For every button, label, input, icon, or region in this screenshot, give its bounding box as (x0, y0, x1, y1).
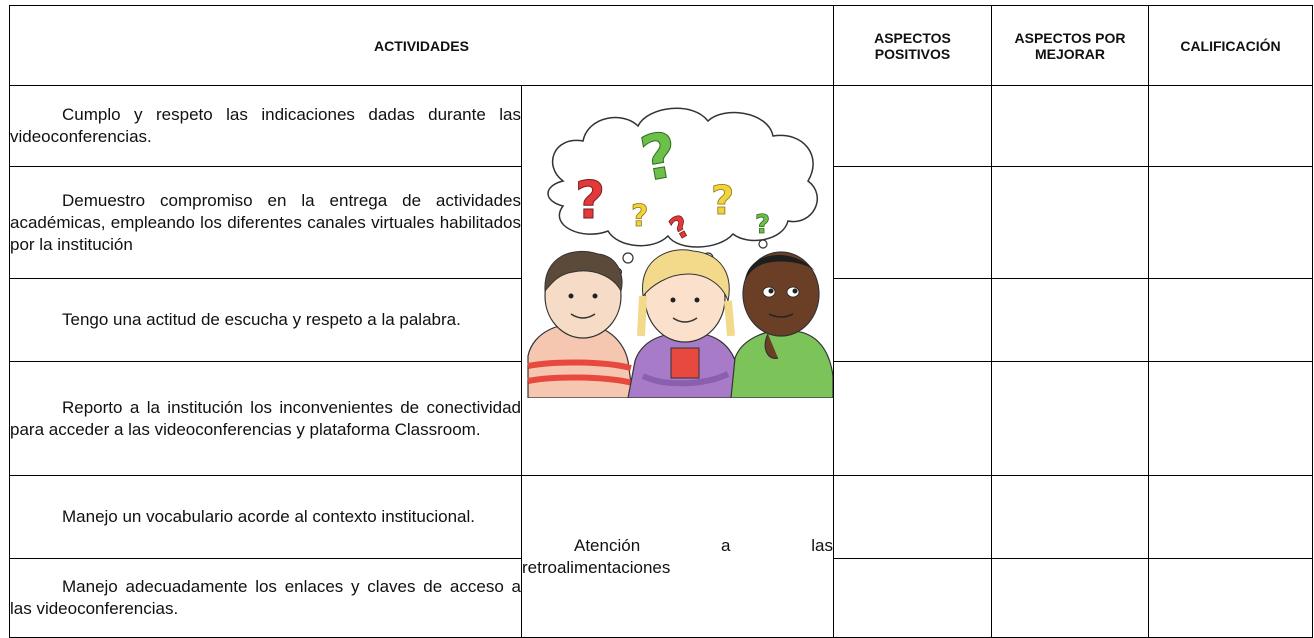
aspectos-positivos-cell[interactable] (833, 475, 992, 559)
caption-word1: Atención (574, 535, 641, 555)
activity-text: Tengo una actitud de escucha y respeto a… (62, 310, 461, 329)
calificacion-cell[interactable] (1148, 475, 1313, 559)
activity-text: Cumplo y respeto las indicaciones dadas … (10, 105, 521, 146)
activity-text: Manejo adecuadamente los enlaces y clave… (10, 577, 521, 618)
aspectos-positivos-cell[interactable] (833, 85, 992, 167)
activity-text: Reporto a la institución los inconvenien… (10, 397, 521, 439)
question-mark-green-small-icon: ? (755, 210, 770, 240)
header-aspectos-positivos-line2: POSITIVOS (874, 45, 951, 62)
activity-cell: Manejo un vocabulario acorde al contexto… (9, 475, 522, 559)
aspectos-por-mejorar-cell[interactable] (991, 85, 1149, 167)
header-aspectos-positivos-line1: ASPECTOS (874, 29, 951, 46)
activity-cell: Cumplo y respeto las indicaciones dadas … (9, 85, 522, 167)
aspectos-por-mejorar-cell[interactable] (991, 361, 1149, 476)
header-aspectos-mejorar-line1: ASPECTOS POR (1014, 29, 1126, 46)
activity-cell: Demuestro compromiso en la entrega de ac… (9, 166, 522, 279)
calificacion-cell[interactable] (1148, 278, 1313, 362)
thinking-children-illustration: ? ? ? ? ? ? (526, 107, 833, 398)
caption-line2: retroalimentaciones (522, 557, 671, 577)
table-row: Manejo adecuadamente los enlaces y clave… (9, 558, 1313, 638)
evaluation-table: ACTIVIDADES ASPECTOS POSITIVOS ASPECTOS … (9, 5, 1313, 638)
header-row: ACTIVIDADES ASPECTOS POSITIVOS ASPECTOS … (9, 5, 1313, 86)
question-mark-yellow-small-icon: ? (631, 199, 648, 234)
aspectos-por-mejorar-cell[interactable] (991, 166, 1149, 279)
calificacion-cell[interactable] (1148, 85, 1313, 167)
aspectos-positivos-cell[interactable] (833, 558, 992, 638)
caption-word3: las (811, 535, 833, 555)
header-aspectos-por-mejorar: ASPECTOS POR MEJORAR (991, 5, 1149, 86)
calificacion-cell[interactable] (1148, 361, 1313, 476)
activity-text: Demuestro compromiso en la entrega de ac… (10, 190, 521, 254)
caption-line1: Atención a las (522, 535, 833, 557)
aspectos-positivos-cell[interactable] (833, 361, 992, 476)
question-mark-yellow-icon: ? (711, 178, 734, 224)
aspectos-positivos-cell[interactable] (833, 166, 992, 279)
activity-cell: Reporto a la institución los inconvenien… (9, 361, 522, 476)
calificacion-cell[interactable] (1148, 166, 1313, 279)
aspectos-por-mejorar-cell[interactable] (991, 278, 1149, 362)
activity-cell: Tengo una actitud de escucha y respeto a… (9, 278, 522, 362)
illustration-cell: ? ? ? ? ? ? (521, 85, 834, 476)
activity-cell: Manejo adecuadamente los enlaces y clave… (9, 558, 522, 638)
caption-word2: a (720, 535, 731, 555)
caption-cell: Atención a las retroalimentaciones (521, 475, 834, 638)
aspectos-por-mejorar-cell[interactable] (991, 558, 1149, 638)
header-aspectos-mejorar-line2: MEJORAR (1034, 45, 1105, 62)
activity-text: Manejo un vocabulario acorde al contexto… (62, 507, 475, 526)
calificacion-cell[interactable] (1148, 558, 1313, 638)
question-mark-red-icon: ? (575, 171, 605, 231)
table-row: Cumplo y respeto las indicaciones dadas … (9, 85, 1313, 476)
header-actividades: ACTIVIDADES (9, 5, 834, 86)
header-calificacion: CALIFICACIÓN (1148, 5, 1313, 86)
aspectos-por-mejorar-cell[interactable] (991, 475, 1149, 559)
table-row: Tengo una actitud de escucha y respeto a… (9, 278, 1313, 362)
header-aspectos-positivos: ASPECTOS POSITIVOS (833, 5, 992, 86)
table-row: Manejo un vocabulario acorde al contexto… (9, 475, 1313, 638)
table-row: Demuestro compromiso en la entrega de ac… (9, 166, 1313, 279)
aspectos-positivos-cell[interactable] (833, 278, 992, 362)
table-row: Reporto a la institución los inconvenien… (9, 361, 1313, 476)
